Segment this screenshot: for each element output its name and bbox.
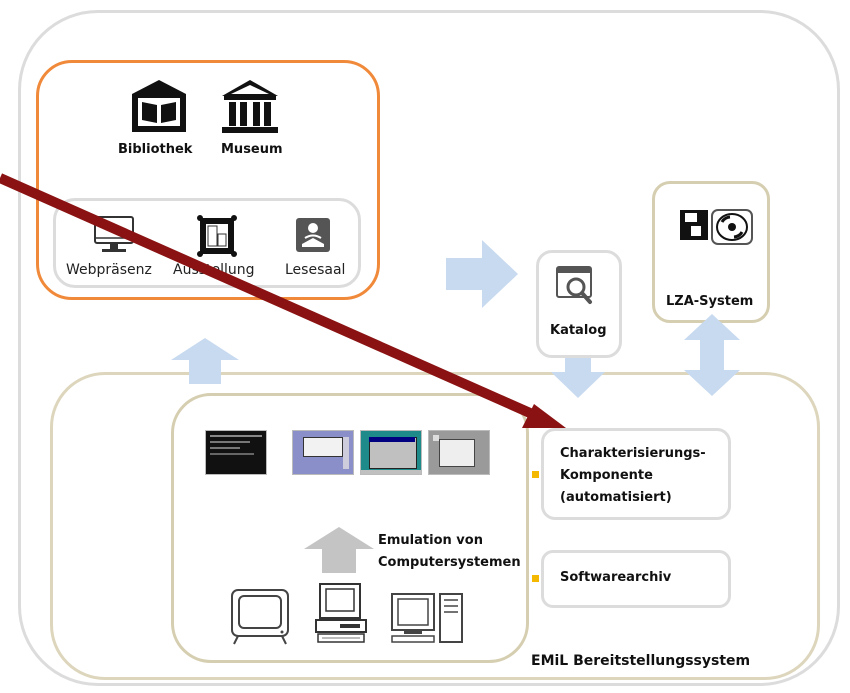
characterization-line2: Komponente [560, 468, 653, 483]
screenshot-mac-os [292, 430, 354, 475]
screenshot-dos-terminal [205, 430, 267, 475]
museum-icon [222, 80, 278, 133]
crt-monitor-icon [231, 589, 289, 645]
desktop-computer-icon [315, 583, 367, 643]
emulation-label-line1: Emulation von [378, 533, 483, 548]
characterization-box [541, 428, 731, 520]
arrow-up-to-institutions [171, 338, 239, 384]
screenshot-windows-95 [360, 430, 422, 475]
webpraesenz-label: Webpräsenz [66, 262, 152, 278]
outer-container [18, 10, 840, 686]
katalog-label: Katalog [550, 323, 607, 338]
cd-icon [711, 209, 753, 245]
workstation-icon [391, 593, 463, 643]
connector-marker-softwarearchiv [532, 575, 539, 582]
museum-label: Museum [221, 142, 283, 157]
picture-frame-icon [197, 215, 237, 257]
catalog-search-icon [556, 266, 592, 304]
bibliothek-label: Bibliothek [118, 142, 193, 157]
softwarearchiv-label: Softwarearchiv [560, 570, 672, 585]
floppy-disk-icon [680, 210, 708, 240]
lesesaal-label: Lesesaal [285, 262, 346, 278]
screenshot-windows-31 [428, 430, 490, 475]
lza-label: LZA-System [666, 294, 754, 309]
library-icon [132, 80, 186, 132]
connector-marker-characterization [532, 471, 539, 478]
arrow-right-to-katalog [446, 240, 518, 308]
softwarearchiv-box [541, 550, 731, 608]
characterization-line3: (automatisiert) [560, 490, 672, 505]
emulation-label-line2: Computersystemen [378, 555, 521, 570]
arrow-down-from-katalog [551, 358, 605, 398]
arrow-bidirectional-lza [684, 314, 740, 396]
reader-icon [296, 218, 330, 252]
emil-system-label: EMiL Bereitstellungssystem [531, 653, 751, 669]
arrow-up-emulation [304, 527, 374, 573]
characterization-line1: Charakterisierungs- [560, 446, 706, 461]
